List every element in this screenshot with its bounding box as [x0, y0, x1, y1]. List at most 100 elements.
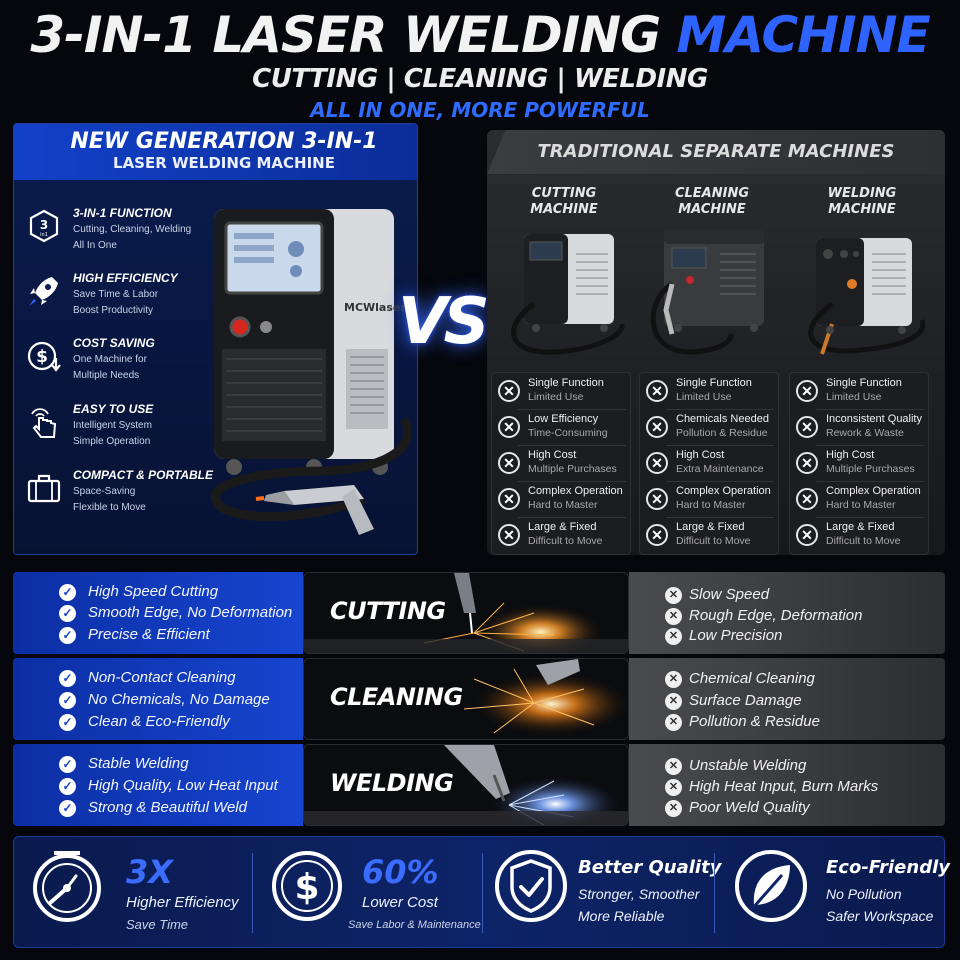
cutting-machine-image — [511, 234, 625, 355]
speedometer-icon — [33, 851, 101, 922]
stat-value: 3X — [126, 853, 173, 891]
x-circle-icon: ✕ — [665, 608, 682, 625]
x-circle-icon: ✕ — [498, 380, 520, 402]
machine-brand-label: MCWlaser — [344, 301, 406, 314]
x-circle-icon: ✕ — [665, 779, 682, 796]
comparison-row-welding: ✓ Stable Welding ✓ High Quality, Low Hea… — [13, 744, 945, 826]
con-title: High Cost — [528, 449, 577, 461]
x-circle-icon: ✕ — [498, 524, 520, 546]
con-desc: Hard to Master — [676, 499, 746, 511]
title-accent: MACHINE — [676, 6, 931, 64]
cleaning-machine-image — [650, 230, 764, 355]
pro-item: No Chemicals, No Damage — [88, 691, 270, 708]
feature-line: One Machine for — [73, 354, 147, 365]
stat-label: Higher Efficiency — [126, 894, 239, 911]
laser-cutting-image — [304, 573, 628, 653]
stat-efficiency: 3X Higher Efficiency Save Time — [28, 837, 248, 949]
con-desc: Limited Use — [676, 391, 732, 403]
divider — [518, 409, 626, 410]
process-label: CUTTING — [330, 597, 446, 625]
check-circle-icon: ✓ — [59, 627, 76, 644]
machine-name: CUTTING MACHINE — [491, 186, 637, 218]
pro-item: High Speed Cutting — [88, 583, 219, 600]
con-title: Inconsistent Quality — [826, 413, 922, 425]
feature-line: Intelligent System — [73, 420, 152, 431]
pro-item: Clean & Eco-Friendly — [88, 713, 230, 730]
svg-text:3: 3 — [40, 218, 48, 232]
x-circle-icon: ✕ — [646, 452, 668, 474]
cons-block: ✕ Unstable Welding ✕ High Heat Input, Bu… — [629, 744, 945, 826]
feature-desc: Intelligent System Simple Operation — [73, 418, 152, 450]
traditional-machines-panel: TRADITIONAL SEPARATE MACHINES CUTTING MA… — [487, 130, 945, 555]
check-circle-icon: ✓ — [59, 778, 76, 795]
x-circle-icon: ✕ — [796, 452, 818, 474]
pro-item: Non-Contact Cleaning — [88, 669, 236, 686]
check-circle-icon: ✓ — [59, 756, 76, 773]
con-desc: Difficult to Move — [676, 535, 751, 547]
x-circle-icon: ✕ — [796, 488, 818, 510]
con-desc: Difficult to Move — [528, 535, 603, 547]
divider — [714, 853, 715, 933]
feature-line: Flexible to Move — [73, 502, 146, 513]
pros-block: ✓ Stable Welding ✓ High Quality, Low Hea… — [13, 744, 303, 826]
divider — [666, 409, 774, 410]
x-circle-icon: ✕ — [665, 714, 682, 731]
touch-icon — [31, 408, 57, 438]
suitcase-icon — [27, 474, 61, 503]
traditional-heading: TRADITIONAL SEPARATE MACHINES — [487, 130, 945, 174]
3in1-icon: 3 in1 — [29, 209, 59, 243]
stat-value: 60% — [362, 853, 439, 891]
feature-line: Cutting, Cleaning, Welding — [73, 224, 192, 235]
page-title: 3-IN-1 LASER WELDING MACHINE — [0, 6, 960, 64]
con-title: High Cost — [826, 449, 875, 461]
machine-name-line: MACHINE — [530, 202, 598, 217]
con-item: Poor Weld Quality — [689, 799, 810, 816]
check-circle-icon: ✓ — [59, 605, 76, 622]
x-circle-icon: ✕ — [498, 452, 520, 474]
title-main: 3-IN-1 LASER WELDING — [30, 6, 661, 64]
process-label-block: CLEANING — [303, 658, 629, 740]
x-circle-icon: ✕ — [498, 488, 520, 510]
con-title: Single Function — [676, 377, 752, 389]
con-title: Complex Operation — [826, 485, 921, 497]
x-circle-icon: ✕ — [796, 416, 818, 438]
tagline: ALL IN ONE, MORE POWERFUL — [310, 98, 650, 122]
feature-line: Boost Productivity — [73, 305, 154, 316]
divider — [816, 445, 924, 446]
con-item: Unstable Welding — [689, 757, 807, 774]
con-title: Single Function — [826, 377, 902, 389]
con-title: Chemicals Needed — [676, 413, 769, 425]
feature-title: COST SAVING — [73, 336, 155, 350]
shield-check-icon — [495, 850, 567, 922]
x-circle-icon: ✕ — [646, 380, 668, 402]
x-circle-icon: ✕ — [665, 671, 682, 688]
comparison-row-cleaning: ✓ Non-Contact Cleaning ✓ No Chemicals, N… — [13, 658, 945, 740]
pros-block: ✓ Non-Contact Cleaning ✓ No Chemicals, N… — [13, 658, 303, 740]
stat-label: No Pollution — [826, 886, 902, 902]
divider — [666, 445, 774, 446]
divider — [252, 853, 253, 933]
check-circle-icon: ✓ — [59, 714, 76, 731]
x-circle-icon: ✕ — [665, 800, 682, 817]
process-label: CLEANING — [330, 683, 463, 711]
machine-name-line: CLEANING — [674, 186, 750, 201]
stat-label: Lower Cost — [362, 894, 438, 911]
x-circle-icon: ✕ — [665, 758, 682, 775]
con-title: Low Efficiency — [528, 413, 599, 425]
stat-sublabel: Save Labor & Maintenance — [348, 919, 481, 931]
rocket-icon — [29, 277, 58, 306]
con-desc: Extra Maintenance — [676, 463, 764, 475]
feature-compact: COMPACT & PORTABLE Space-Saving Flexible… — [26, 468, 216, 524]
machine-name-line: WELDING — [827, 186, 897, 201]
x-circle-icon: ✕ — [665, 693, 682, 710]
